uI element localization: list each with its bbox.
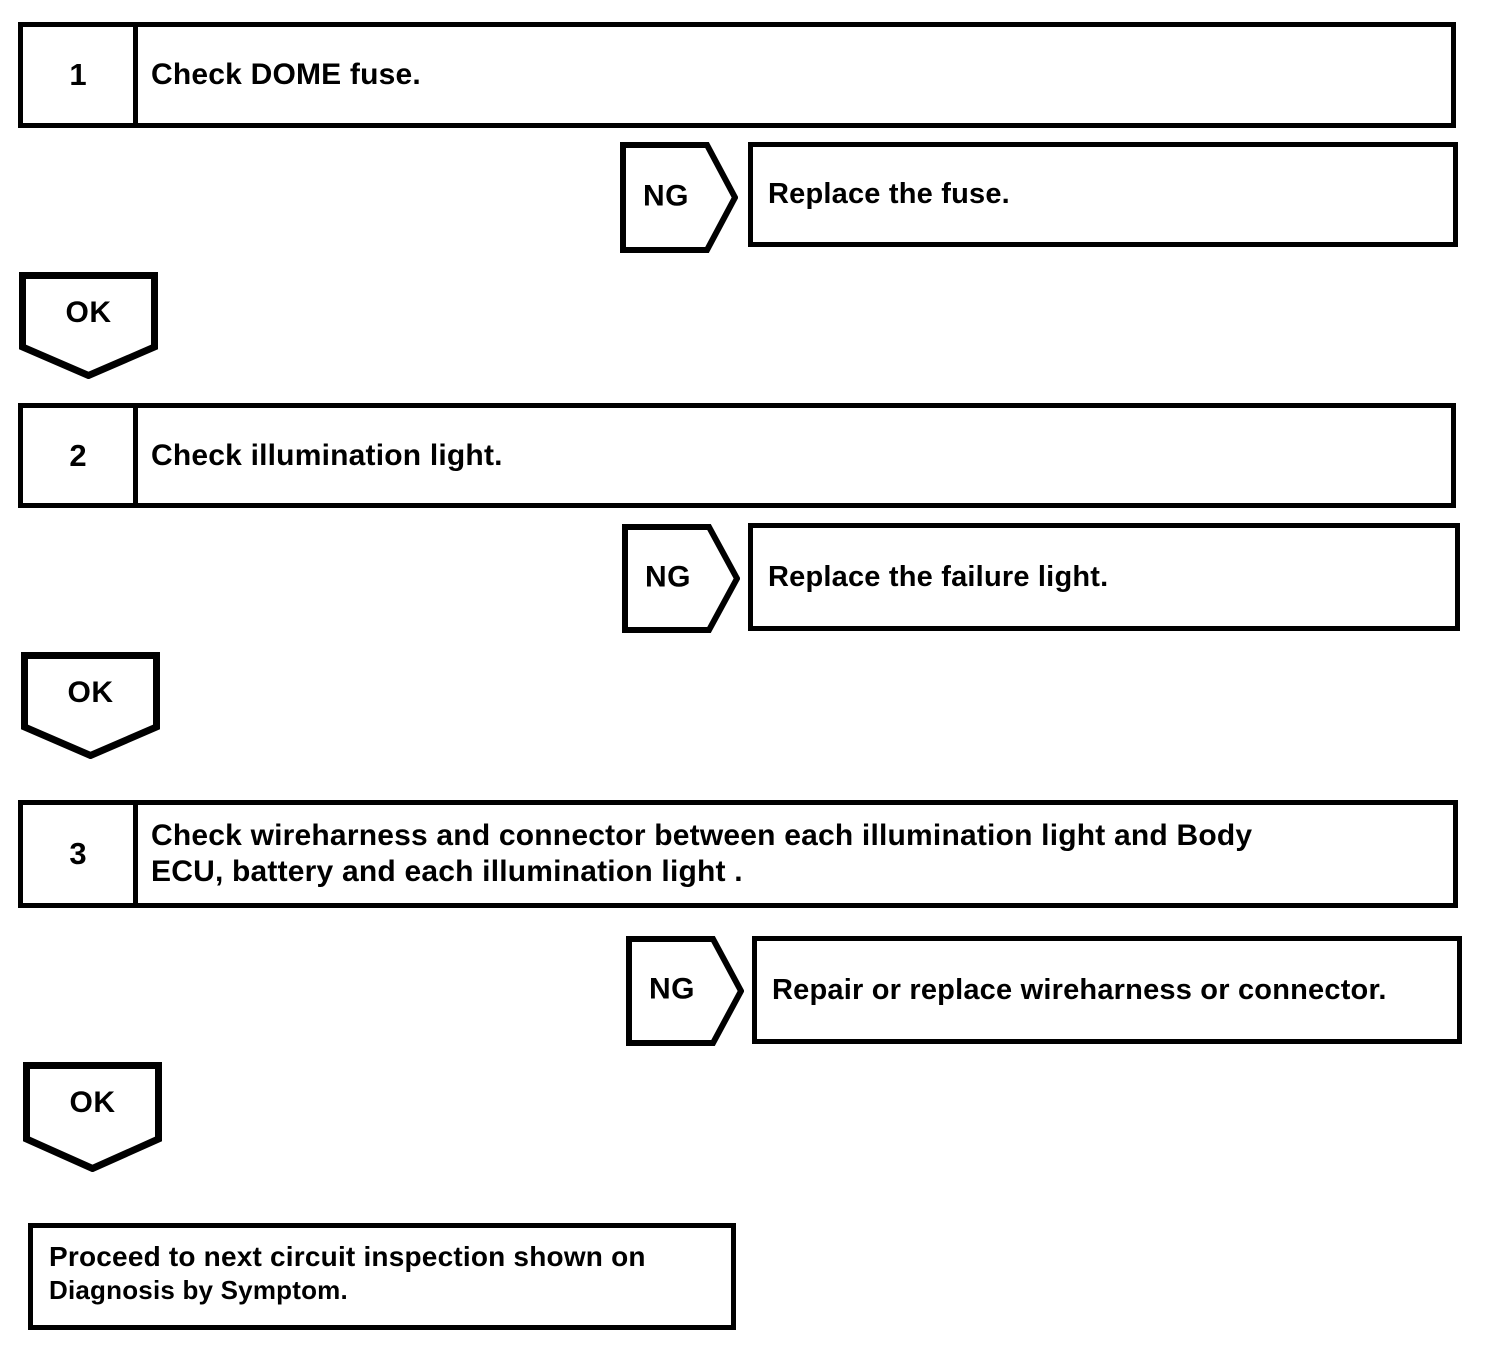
step-3-box: 3 Check wireharness and connector betwee… <box>18 800 1458 908</box>
step-1-text: Check DOME fuse. <box>138 27 1451 123</box>
ok-arrow-2-label: OK <box>67 676 114 709</box>
step-2-text: Check illumination light. <box>138 408 1451 503</box>
step-3-text-line: Check wireharness and connector between … <box>151 819 1253 852</box>
step-3-text: Check wireharness and connector between … <box>138 805 1453 903</box>
final-instruction-line: Diagnosis by Symptom. <box>49 1275 348 1305</box>
step-3-text-line: ECU, battery and each illumination light… <box>151 855 743 888</box>
step-2-box: 2 Check illumination light. <box>18 403 1456 508</box>
step-2-number: 2 <box>23 408 138 503</box>
ng-pentagon-icon <box>620 142 738 253</box>
step-1-number: 1 <box>23 27 138 123</box>
step-3-number: 3 <box>23 805 138 903</box>
step-1-box: 1 Check DOME fuse. <box>18 22 1456 128</box>
ok-arrow-2: OK <box>21 652 160 759</box>
ng-result-1-text: Replace the fuse. <box>768 178 1010 210</box>
step-2-text-line: Check illumination light. <box>151 438 503 472</box>
final-instruction-box: Proceed to next circuit inspection shown… <box>28 1223 736 1330</box>
final-instruction-line: Proceed to next circuit inspection shown… <box>49 1241 646 1272</box>
ng-result-1-box: Replace the fuse. <box>748 142 1458 247</box>
ng-arrow-1: NG <box>620 142 738 253</box>
ok-pentagon-icon <box>23 1062 162 1172</box>
ng-result-2-box: Replace the failure light. <box>748 523 1460 631</box>
ok-arrow-3-label: OK <box>69 1086 116 1119</box>
ok-arrow-1: OK <box>19 272 158 379</box>
ok-pentagon-icon <box>19 272 158 379</box>
ng-arrow-1-label: NG <box>643 179 689 213</box>
step-1-text-line: Check DOME fuse. <box>151 58 421 91</box>
ng-arrow-2-label: NG <box>645 560 691 594</box>
ng-result-2-text: Replace the failure light. <box>768 560 1109 593</box>
ng-result-3-box: Repair or replace wireharness or connect… <box>752 936 1462 1044</box>
ng-arrow-3-label: NG <box>649 972 695 1006</box>
ok-arrow-1-label: OK <box>65 296 112 329</box>
ng-pentagon-icon <box>626 936 744 1046</box>
ng-arrow-3: NG <box>626 936 744 1046</box>
ng-result-3-text: Repair or replace wireharness or connect… <box>772 973 1387 1006</box>
ok-pentagon-icon <box>21 652 160 759</box>
ng-pentagon-icon <box>622 524 740 633</box>
ng-arrow-2: NG <box>622 524 740 633</box>
ok-arrow-3: OK <box>23 1062 162 1172</box>
